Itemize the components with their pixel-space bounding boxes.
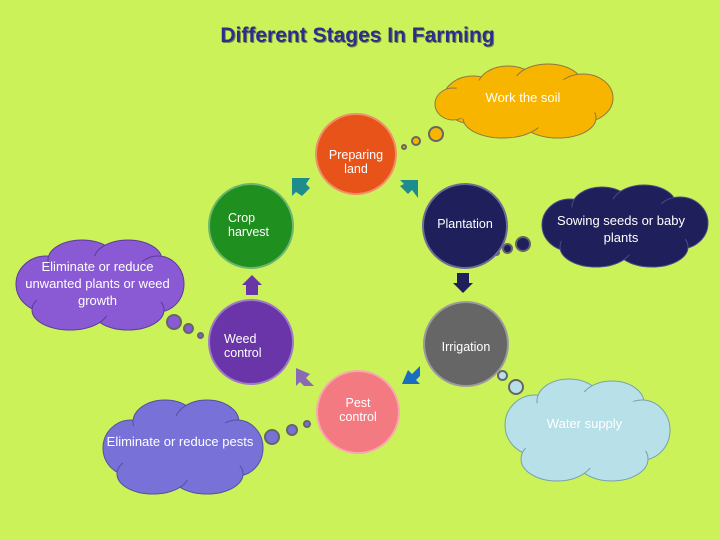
stage-label: Pest control <box>339 396 377 424</box>
stage-preparing-land: Preparing land <box>315 113 397 195</box>
cloud-text: Eliminate or reduce pests <box>106 434 254 449</box>
cloud-sowing: Sowing seeds or baby plants <box>532 184 710 269</box>
stage-label: Weed control <box>224 332 262 360</box>
arrow-icon <box>296 368 314 386</box>
cloud-shape <box>15 239 185 331</box>
stage-crop-harvest: Crop harvest <box>208 183 294 269</box>
thought-bubble <box>497 370 508 381</box>
stage-label: Preparing land <box>328 148 384 176</box>
thought-bubble <box>183 323 194 334</box>
cloud-work-soil: Work the soil <box>428 62 618 140</box>
arrow-icon <box>400 180 418 198</box>
diagram-title: Different Stages In Farming <box>220 24 495 47</box>
stage-label: Plantation <box>437 217 493 231</box>
cloud-text: Work the soil <box>485 90 561 105</box>
stage-plantation: Plantation <box>422 183 508 269</box>
cloud-water: Water supply <box>497 375 672 485</box>
arrow-icon <box>242 275 262 295</box>
thought-bubble <box>428 126 444 142</box>
thought-bubble <box>264 429 280 445</box>
arrow-icon <box>402 366 420 384</box>
thought-bubble <box>303 420 311 428</box>
arrow-icon <box>292 178 310 196</box>
cloud-shape <box>541 184 709 268</box>
cloud-shape <box>504 378 671 482</box>
stage-label: Crop harvest <box>228 211 269 239</box>
stage-pest-control: Pest control <box>316 370 400 454</box>
thought-bubble <box>286 424 298 436</box>
cloud-pests: Eliminate or reduce pests <box>95 398 265 496</box>
thought-bubble <box>401 144 407 150</box>
cloud-text: Sowing seeds or baby plants <box>557 213 685 245</box>
stage-weed-control: Weed control <box>208 299 294 385</box>
cloud-shape <box>434 63 614 139</box>
thought-bubble <box>508 379 524 395</box>
arrow-icon <box>453 273 473 293</box>
thought-bubble <box>515 236 531 252</box>
thought-bubble <box>166 314 182 330</box>
stage-irrigation: Irrigation <box>423 301 509 387</box>
stage-label: Irrigation <box>441 340 491 354</box>
cloud-text: Water supply <box>546 416 623 431</box>
thought-bubble <box>411 136 421 146</box>
thought-bubble <box>502 243 513 254</box>
cloud-text: Eliminate or reduce unwanted plants or w… <box>25 259 170 308</box>
cloud-shape <box>102 399 264 495</box>
thought-bubble <box>197 332 204 339</box>
cloud-weeds: Eliminate or reduce unwanted plants or w… <box>10 238 185 334</box>
